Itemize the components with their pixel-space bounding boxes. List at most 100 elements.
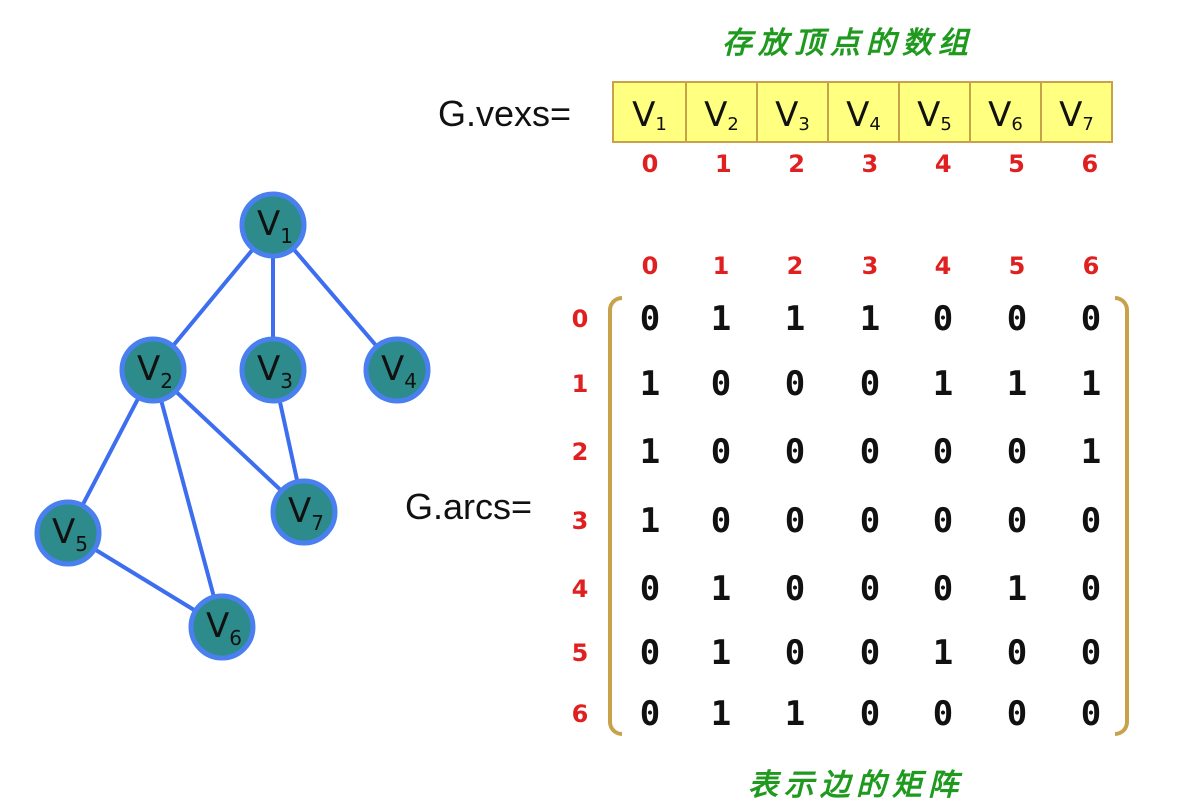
matrix-cell: 0 [859, 501, 881, 541]
matrix-cell: 1 [639, 432, 661, 472]
matrix-cell: 1 [784, 694, 806, 734]
graph-node-label: V3 [257, 349, 293, 393]
matrix-cell: 0 [784, 364, 806, 404]
arcs-label: G.arcs= [405, 486, 533, 527]
graph-node: V4 [363, 336, 431, 404]
array-index: 2 [788, 150, 805, 178]
array-index: 3 [861, 150, 879, 178]
matrix-left-bracket [608, 296, 622, 736]
matrix-cell: 0 [932, 299, 954, 339]
matrix-cell: 0 [1006, 432, 1028, 472]
matrix-cell: 0 [1080, 299, 1102, 339]
matrix-cell: 1 [784, 299, 806, 339]
matrix-row-index: 0 [571, 305, 589, 333]
matrix-cell: 0 [784, 501, 806, 541]
matrix-right-bracket [1115, 296, 1129, 736]
matrix-cell: 0 [1006, 299, 1028, 339]
array-index: 6 [1081, 150, 1099, 178]
matrix-column-index: 1 [712, 252, 730, 280]
graph-node-circle [188, 593, 256, 661]
array-index: 0 [641, 150, 659, 178]
matrix-cell: 1 [710, 299, 732, 339]
matrix-cell: 0 [859, 364, 881, 404]
graph-node-circle [270, 478, 338, 546]
graph-node-circle [363, 336, 431, 404]
matrix-cell: 0 [1006, 633, 1028, 673]
matrix-cell: 0 [932, 432, 954, 472]
graph-node-circle [34, 499, 102, 567]
matrix-cell: 1 [1080, 432, 1102, 472]
matrix-cell: 0 [710, 364, 732, 404]
matrix-cell: 1 [932, 364, 954, 404]
array-index: 1 [714, 150, 732, 178]
graph-node-circle [119, 336, 187, 404]
array-index: 5 [1008, 150, 1025, 178]
array-caption: 存放顶点的数组 [722, 26, 974, 61]
matrix-cell: 0 [639, 569, 661, 609]
matrix-column-index: 5 [1008, 252, 1026, 280]
matrix-cell: 1 [639, 501, 661, 541]
matrix-cell: 1 [710, 569, 732, 609]
matrix-cell: 1 [1006, 569, 1028, 609]
matrix-cell: 0 [1006, 501, 1028, 541]
matrix-cell: 0 [859, 694, 881, 734]
matrix-cell: 0 [932, 694, 954, 734]
matrix-cell: 1 [1080, 364, 1102, 404]
matrix-cell: 1 [710, 694, 732, 734]
matrix-cell: 0 [1080, 633, 1102, 673]
graph-node-label: V2 [137, 349, 173, 393]
matrix-cell: 1 [859, 299, 881, 339]
matrix-cell: 0 [784, 569, 806, 609]
array-index: 4 [934, 150, 952, 178]
matrix-cell: 0 [784, 432, 806, 472]
matrix-cell: 0 [859, 569, 881, 609]
matrix-column-index: 2 [786, 252, 804, 280]
graph-node: V7 [270, 478, 338, 546]
graph-edge [151, 368, 306, 514]
matrix-cell: 0 [710, 501, 732, 541]
matrix-cell: 0 [859, 432, 881, 472]
matrix-cell: 0 [859, 633, 881, 673]
graph-node: V1 [239, 191, 307, 259]
matrix-caption: 表示边的矩阵 [748, 768, 964, 803]
matrix-cell: 0 [639, 633, 661, 673]
graph-node: V2 [119, 336, 187, 404]
matrix-column-index: 4 [934, 252, 952, 280]
graph-edge [151, 369, 224, 628]
matrix-row-index: 6 [571, 700, 589, 728]
graph-node-label: V7 [288, 491, 324, 535]
matrix-cell: 0 [932, 569, 954, 609]
matrix-cell: 0 [1006, 694, 1028, 734]
matrix-column-index: 3 [861, 252, 879, 280]
matrix-cell: 0 [1080, 501, 1102, 541]
matrix-row-index: 3 [571, 507, 589, 535]
matrix-cell: 0 [639, 694, 661, 734]
matrix-cell: 0 [784, 633, 806, 673]
matrix-column-index: 0 [641, 252, 659, 280]
matrix-cell: 1 [639, 364, 661, 404]
graph-node: V3 [239, 336, 307, 404]
matrix-cell: 0 [932, 501, 954, 541]
graph-node-label: V1 [257, 204, 293, 248]
graph-node-circle [239, 191, 307, 259]
matrix-cell: 0 [639, 299, 661, 339]
matrix-row-index: 5 [571, 639, 589, 667]
matrix-cell: 0 [1080, 569, 1102, 609]
graph-node-label: V4 [381, 349, 417, 393]
matrix-cell: 1 [1006, 364, 1028, 404]
matrix-row-index: 2 [571, 438, 589, 466]
matrix-row-index: 4 [571, 575, 589, 603]
graph-node-label: V5 [52, 512, 88, 556]
graph-node-circle [239, 336, 307, 404]
matrix-column-index: 6 [1082, 252, 1100, 280]
matrix-row-index: 1 [571, 370, 589, 398]
